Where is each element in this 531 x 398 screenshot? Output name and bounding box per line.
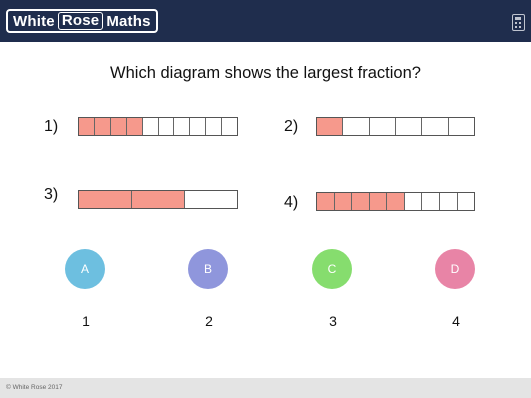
unshaded-part: [174, 118, 191, 135]
shaded-part: [126, 118, 143, 135]
question-text: Which diagram shows the largest fraction…: [110, 64, 421, 82]
diagram-1-label: 1): [44, 118, 59, 135]
shaded-part: [94, 118, 111, 135]
fraction-bar-2: [316, 117, 475, 136]
white-rose-maths-logo: White Rose Maths: [6, 9, 158, 33]
logo-text-maths: Maths: [106, 12, 151, 30]
header-bar: White Rose Maths: [0, 0, 531, 42]
unshaded-part: [396, 118, 423, 135]
shaded-part: [352, 193, 370, 210]
shaded-part: [387, 193, 405, 210]
shaded-part: [317, 118, 344, 135]
unshaded-part: [440, 193, 458, 210]
unshaded-part: [143, 118, 159, 135]
logo-text-white: White: [13, 12, 55, 30]
answer-b-button[interactable]: B: [188, 249, 228, 289]
unshaded-part: [185, 191, 237, 208]
unshaded-part: [449, 118, 474, 135]
unshaded-part: [422, 193, 440, 210]
shaded-part: [132, 191, 185, 208]
logo-text-rose: Rose: [57, 12, 104, 30]
fraction-bar-1: [78, 117, 238, 136]
answer-d-number: 4: [452, 313, 460, 329]
shaded-part: [110, 118, 127, 135]
fraction-bar-4: [316, 192, 475, 211]
unshaded-part: [159, 118, 175, 135]
unshaded-part: [190, 118, 207, 135]
shaded-part: [317, 193, 335, 210]
answer-c-button[interactable]: C: [312, 249, 352, 289]
shaded-part: [369, 193, 388, 210]
answer-a-button[interactable]: A: [65, 249, 105, 289]
answer-a-number: 1: [82, 313, 90, 329]
diagram-2-label: 2): [284, 118, 299, 135]
diagram-4-label: 4): [284, 194, 299, 211]
shaded-part: [79, 191, 132, 208]
no-calculator-icon: [512, 14, 525, 31]
unshaded-part: [422, 118, 449, 135]
unshaded-part: [206, 118, 223, 135]
footer-bar: © White Rose 2017: [0, 378, 531, 398]
unshaded-part: [458, 193, 475, 210]
diagram-3-label: 3): [44, 186, 59, 203]
unshaded-part: [370, 118, 396, 135]
copyright-text: © White Rose 2017: [6, 384, 63, 391]
unshaded-part: [343, 118, 370, 135]
answer-c-number: 3: [329, 313, 337, 329]
shaded-part: [334, 193, 353, 210]
answer-d-button[interactable]: D: [435, 249, 475, 289]
unshaded-part: [405, 193, 423, 210]
shaded-part: [79, 118, 95, 135]
fraction-bar-3: [78, 190, 238, 209]
answer-b-number: 2: [205, 313, 213, 329]
unshaded-part: [222, 118, 237, 135]
